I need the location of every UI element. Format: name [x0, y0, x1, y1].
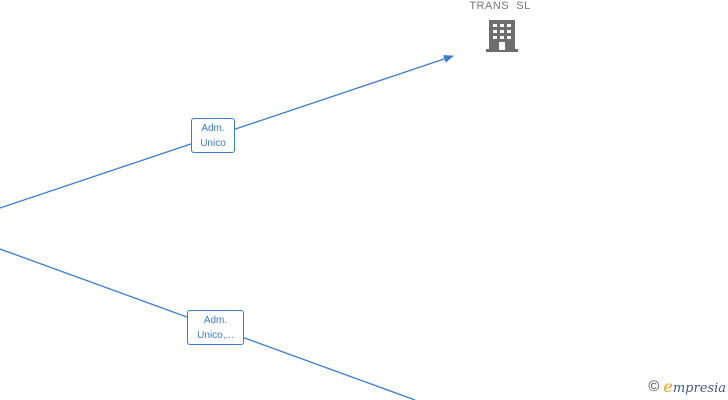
brand-e-letter: e — [663, 377, 673, 396]
edge-label-1[interactable]: Adm. Unico — [191, 118, 235, 153]
empresia-logo[interactable]: © empresia — [648, 377, 726, 396]
company-node-label[interactable]: TRANS SL — [469, 0, 531, 12]
edge-label-1-line1: Adm. — [201, 123, 225, 134]
edge-label-2-line2: Unico,... — [197, 330, 234, 341]
edge-label-1-line2: Unico — [200, 138, 226, 149]
edge-label-2-line1: Adm. — [203, 315, 228, 326]
edge-label-2[interactable]: Adm. Unico,... — [187, 310, 244, 345]
building-icon[interactable] — [486, 18, 518, 52]
brand-word: mpresia — [672, 381, 726, 396]
copyright-icon: © — [648, 378, 660, 395]
